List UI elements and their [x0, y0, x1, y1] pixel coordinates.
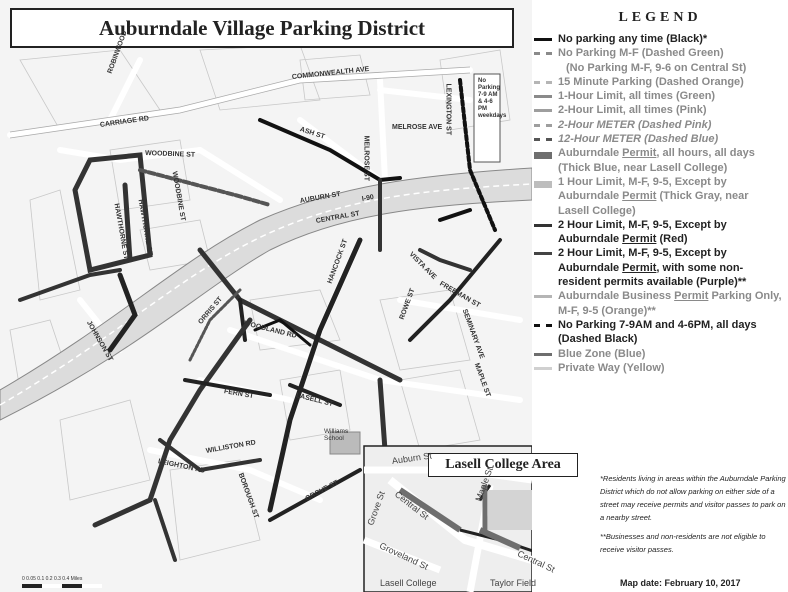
- legend-text: No Parking 7-9AM and 4-6PM, all days (Da…: [558, 318, 757, 346]
- legend-swatch: [534, 366, 552, 370]
- school-building: [329, 431, 361, 455]
- legend-swatch: [534, 52, 552, 56]
- legend-item: 2-Hour METER (Dashed Pink): [532, 118, 782, 132]
- legend-item: No Parking 7-9AM and 4-6PM, all days (Da…: [532, 318, 782, 347]
- street-label-melrose-st: MELROSE ST: [362, 135, 370, 182]
- inset-title: Lasell College Area: [428, 453, 578, 477]
- legend-heading: LEGEND: [618, 10, 702, 25]
- legend-text: No parking any time (Black)*: [558, 33, 708, 45]
- legend-swatch: [534, 180, 552, 188]
- legend-permit-word: Permit: [622, 147, 657, 160]
- legend-swatch: [534, 80, 552, 84]
- legend-text: Parking Only, M-F, 9-5 (Orange)**: [558, 290, 782, 317]
- legend-item: Blue Zone (Blue): [532, 347, 782, 361]
- legend-item: (No Parking M-F, 9-6 on Central St): [532, 61, 782, 75]
- legend-swatch: [534, 138, 552, 142]
- legend-text: (Red): [656, 233, 688, 246]
- legend-swatch: [534, 252, 552, 256]
- legend-permit-word: Permit: [622, 261, 657, 274]
- legend-item: 15 Minute Parking (Dashed Orange): [532, 75, 782, 89]
- legend-swatch: [534, 323, 552, 327]
- street-edges: [9, 66, 471, 139]
- scale-bar: [22, 584, 102, 588]
- inset-label-taylor: Taylor Field: [490, 578, 537, 588]
- street-label-melrose-ave: MELROSE AVE: [392, 124, 443, 131]
- legend-item: Auburndale Business Permit Parking Only,…: [532, 289, 782, 318]
- legend-text: Auburndale: [558, 147, 623, 160]
- legend-item: 2 Hour Limit, M-F, 9-5, Except by Auburn…: [532, 218, 782, 247]
- legend-item: Auburndale Permit, all hours, all days (…: [532, 146, 782, 175]
- legend-swatch: [534, 295, 552, 299]
- legend-permit-word: Permit: [674, 290, 709, 303]
- legend-text: 1 Hour Limit, M-F, 9-5, Except by Auburn…: [558, 175, 727, 203]
- legend-text: 2 Hour Limit, M-F, 9-5, Except by Auburn…: [558, 247, 727, 274]
- legend-text: 2-Hour METER (Dashed Pink): [558, 118, 712, 131]
- legend-text: 2 Hour Limit, M-F, 9-5, Except by Auburn…: [558, 218, 727, 246]
- legend-text: No Parking M-F (Dashed Green): [558, 47, 724, 60]
- legend-text: 2-Hour Limit, all times (Pink): [558, 104, 707, 117]
- legend-item: 1-Hour Limit, all times (Green): [532, 89, 782, 103]
- legend-swatch: [534, 38, 552, 41]
- legend-item: 1 Hour Limit, M-F, 9-5, Except by Auburn…: [532, 175, 782, 218]
- school-label: Williams School: [324, 428, 349, 442]
- legend-item: No Parking M-F (Dashed Green): [532, 46, 782, 60]
- map-canvas: [0, 0, 532, 592]
- map-title: Auburndale Village Parking District: [10, 8, 514, 48]
- regulated-streets: [18, 78, 502, 562]
- note-businesses: **Businesses and non-residents are not e…: [600, 532, 766, 554]
- note-residents: *Residents living in areas within the Au…: [600, 474, 786, 522]
- legend-swatch: [534, 123, 552, 127]
- legend-swatch: [534, 109, 552, 113]
- legend-text: Blue Zone (Blue): [558, 347, 646, 360]
- legend-swatch: [534, 152, 552, 160]
- legend-text: 1-Hour Limit, all times (Green): [558, 90, 716, 103]
- legend-item: Private Way (Yellow): [532, 361, 782, 375]
- legend-items: No parking any time (Black)* No Parking M…: [532, 32, 788, 375]
- legend-swatch: [534, 352, 552, 356]
- legend-permit-word: Permit: [622, 190, 657, 203]
- sign-text: No Parking 7-9 AM & 4-6 PM weekdays: [478, 78, 507, 119]
- street-label-lexington: LEXINGTON ST: [444, 83, 452, 136]
- legend-text: 15 Minute Parking (Dashed Orange): [558, 75, 744, 88]
- legend-item: 2-Hour Limit, all times (Pink): [532, 103, 782, 117]
- legend-text: Auburndale Business: [558, 290, 675, 303]
- scale-label: 0 0.05 0.1 0.2 0.3 0.4 Miles: [22, 576, 83, 582]
- parking-map: Auburndale Village Parking District COMM…: [0, 0, 578, 592]
- legend-text: , all hours, all days (Thick Blue, near …: [558, 147, 755, 174]
- legend-text: (No Parking M-F, 9-6 on Central St): [566, 61, 747, 74]
- legend-text: 12-Hour METER (Dashed Blue): [558, 133, 719, 146]
- map-date: Map date: February 10, 2017: [620, 578, 741, 588]
- legend-item: 12-Hour METER (Dashed Blue): [532, 132, 782, 146]
- legend-swatch: [534, 223, 552, 227]
- sign-box: [473, 73, 501, 163]
- legend-notes: *Residents living in areas within the Au…: [600, 472, 786, 562]
- inset-label-lasell: Lasell College: [380, 578, 437, 588]
- legend-panel: LEGEND No parking any time (Black)* No Pa…: [532, 0, 788, 592]
- legend-text: , with some non-resident permits availab…: [558, 261, 747, 289]
- legend-swatch: [534, 95, 552, 99]
- legend-text: (Thick Gray, near Lasell College): [558, 190, 749, 217]
- legend-permit-word: Permit: [622, 233, 657, 246]
- legend-text: Private Way (Yellow): [558, 361, 665, 374]
- legend-item: No parking any time (Black)*: [532, 32, 782, 46]
- legend-item: 2 Hour Limit, M-F, 9-5, Except by Auburn…: [532, 246, 782, 289]
